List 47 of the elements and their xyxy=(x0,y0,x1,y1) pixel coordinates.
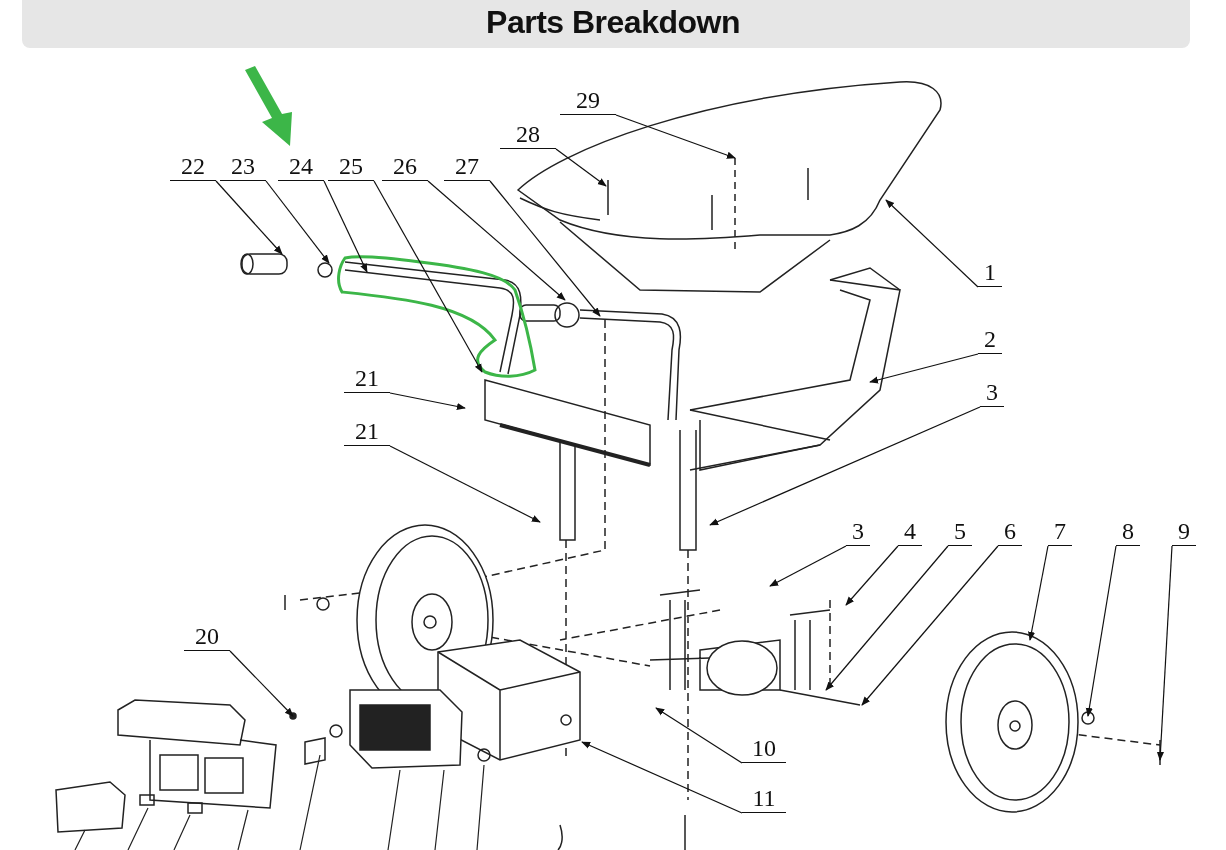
callout-number: 21 xyxy=(344,364,390,393)
callout-number: 25 xyxy=(328,152,374,181)
callout-number: 26 xyxy=(382,152,428,181)
callout-number: 23 xyxy=(220,152,266,181)
leader-line xyxy=(615,114,736,159)
callout-number: 11 xyxy=(742,784,786,813)
callout-number: 2 xyxy=(978,325,1002,354)
callout-number: 29 xyxy=(560,86,616,115)
leader-line xyxy=(1028,545,1049,641)
callout-number: 7 xyxy=(1048,517,1072,546)
callout-number: 1 xyxy=(978,258,1002,287)
leader-line xyxy=(215,180,283,255)
callout-number: 3 xyxy=(980,378,1004,407)
leader-line xyxy=(1085,545,1117,717)
title: Parts Breakdown xyxy=(486,4,740,40)
leader-line xyxy=(555,148,607,187)
callout-number: 3 xyxy=(846,517,870,546)
leader-line xyxy=(869,353,979,384)
leader-line xyxy=(229,650,294,717)
leader-line xyxy=(373,180,483,373)
leader-line xyxy=(323,180,368,273)
leader-line xyxy=(581,741,743,814)
leader-line xyxy=(389,392,466,410)
callout-number: 8 xyxy=(1116,517,1140,546)
leader-line xyxy=(389,445,541,523)
leader-line xyxy=(885,199,979,288)
callout-number: 22 xyxy=(170,152,216,181)
leader-line xyxy=(489,180,601,317)
callout-number: 9 xyxy=(1172,517,1196,546)
leader-line xyxy=(845,545,899,606)
leader-line xyxy=(655,707,743,764)
leader-line xyxy=(427,180,566,301)
leader-line xyxy=(769,545,847,587)
callout-number: 10 xyxy=(742,734,786,763)
callout-number: 6 xyxy=(998,517,1022,546)
callout-number: 21 xyxy=(344,417,390,446)
callout-number: 27 xyxy=(444,152,490,181)
leader-line xyxy=(709,406,981,526)
leader-line xyxy=(265,180,330,264)
leader-line xyxy=(1156,545,1173,761)
callout-number: 5 xyxy=(948,517,972,546)
callout-number: 20 xyxy=(184,622,230,651)
leader-line xyxy=(825,545,949,691)
callout-number: 4 xyxy=(898,517,922,546)
leader-line xyxy=(861,545,999,706)
callout-number: 24 xyxy=(278,152,324,181)
callout-number: 28 xyxy=(500,120,556,149)
